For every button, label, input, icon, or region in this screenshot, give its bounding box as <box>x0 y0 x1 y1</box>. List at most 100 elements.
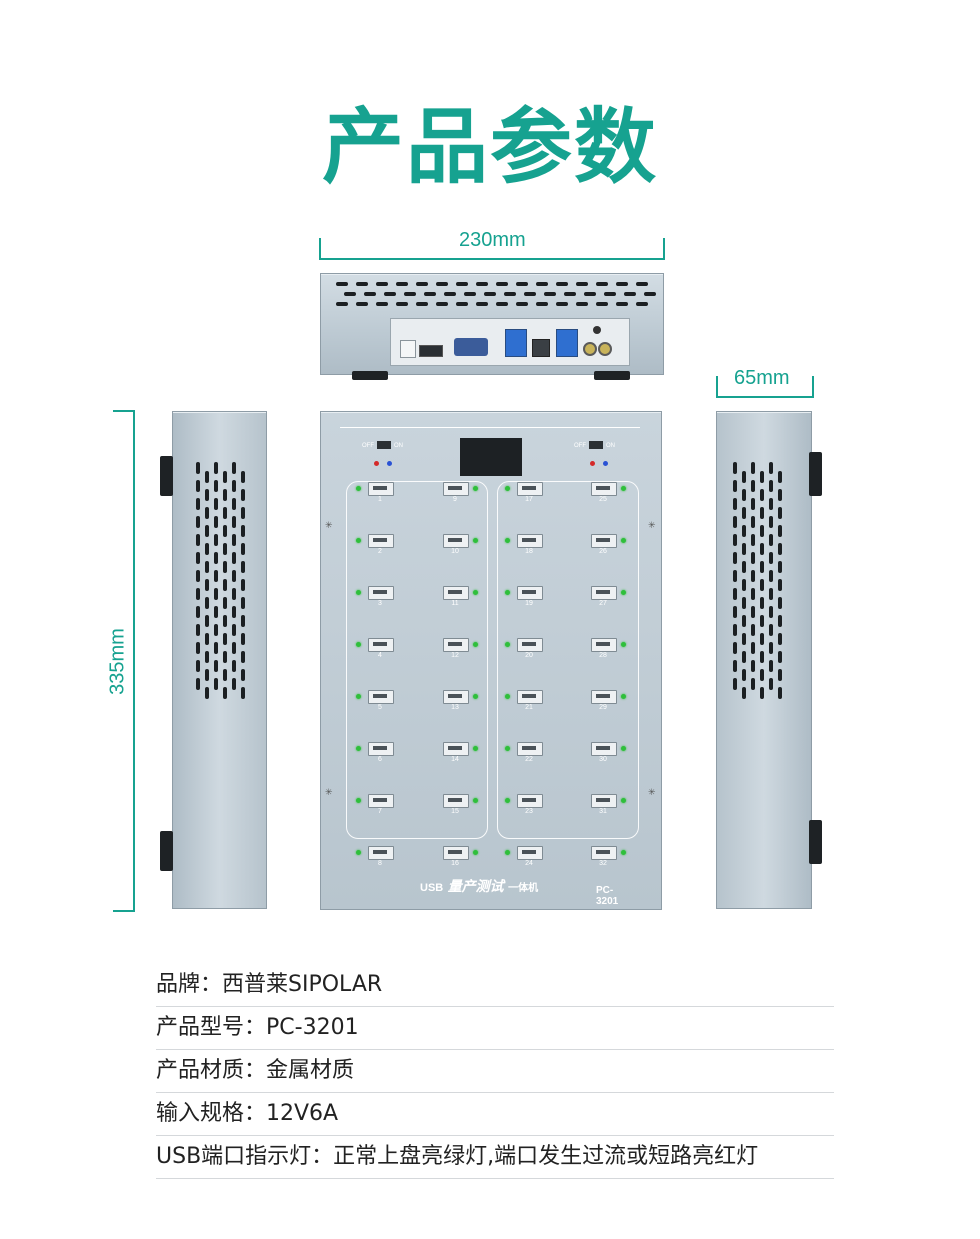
port-led-icon <box>505 642 510 647</box>
vent-slot <box>214 516 218 528</box>
vent-slot <box>778 615 782 627</box>
vent-slot <box>751 552 755 564</box>
vent-slot <box>214 498 218 510</box>
vent-slot <box>769 660 773 672</box>
port-led-icon <box>621 642 626 647</box>
vent-slot <box>504 292 516 296</box>
spec-value: 西普莱SIPOLAR <box>222 972 383 997</box>
vent-slot <box>476 282 488 286</box>
vent-slot <box>760 669 764 681</box>
vent-slot <box>742 525 746 537</box>
length-dimension-line <box>113 410 135 912</box>
vent-slot <box>760 471 764 483</box>
vent-slot <box>444 292 456 296</box>
spec-value: 金属材质 <box>266 1058 355 1083</box>
vent-slot <box>751 606 755 618</box>
vent-slot <box>769 534 773 546</box>
usb-port-number: 10 <box>451 548 459 555</box>
screw-icon: ✳ <box>325 787 333 797</box>
spec-label: 产品材质： <box>156 1058 267 1083</box>
port-led-icon <box>473 642 478 647</box>
vent-slot <box>223 687 227 699</box>
vent-slot <box>232 552 236 564</box>
vent-slot <box>778 651 782 663</box>
vent-slot <box>778 489 782 501</box>
port-led-icon <box>356 746 361 751</box>
vent-slot <box>733 480 737 492</box>
vent-slot <box>456 282 468 286</box>
vent-slot <box>205 669 209 681</box>
switch-off-label: OFF <box>574 443 586 449</box>
usb-port-number: 25 <box>599 496 607 503</box>
blue-led-icon <box>387 461 392 466</box>
usb-port <box>368 638 394 652</box>
vent-slot <box>769 642 773 654</box>
port-led-icon <box>356 486 361 491</box>
red-led-icon <box>374 461 379 466</box>
vent-slot <box>576 302 588 306</box>
spec-row-material: 产品材质：金属材质 <box>156 1050 834 1093</box>
vent-slot <box>241 615 245 627</box>
usb-port-number: 29 <box>599 704 607 711</box>
audio-jack-icon <box>583 342 597 356</box>
vent-slot <box>376 282 388 286</box>
port-led-icon <box>621 538 626 543</box>
vent-slot <box>396 302 408 306</box>
port-led-icon <box>505 486 510 491</box>
vent-slot <box>778 543 782 555</box>
usb-port-number: 1 <box>378 496 382 503</box>
vent-slot <box>760 489 764 501</box>
vent-slot <box>196 534 200 546</box>
vent-slot <box>241 489 245 501</box>
usb-port-number: 20 <box>525 652 533 659</box>
vent-slot <box>196 624 200 636</box>
usb-port <box>591 794 617 808</box>
vent-slot <box>596 282 608 286</box>
vent-slot <box>223 561 227 573</box>
vent-slot <box>636 302 648 306</box>
vent-slot <box>232 660 236 672</box>
usb-port-number: 32 <box>599 860 607 867</box>
usb3-port-icon <box>505 329 527 357</box>
vent-slot <box>196 606 200 618</box>
port-led-icon <box>473 694 478 699</box>
vent-slot <box>751 642 755 654</box>
vent-slot <box>751 588 755 600</box>
vent-slot <box>196 552 200 564</box>
rear-foot <box>594 371 630 380</box>
usb-port <box>443 742 469 756</box>
usb-port <box>368 586 394 600</box>
vent-slot <box>205 687 209 699</box>
vent-slot <box>424 292 436 296</box>
vent-slot <box>205 543 209 555</box>
vent-slot <box>742 489 746 501</box>
vent-slot <box>223 579 227 591</box>
vent-slot <box>205 525 209 537</box>
vent-slot <box>778 561 782 573</box>
usb-port-number: 30 <box>599 756 607 763</box>
vent-slot <box>769 516 773 528</box>
height-dimension-label: 65mm <box>734 367 790 389</box>
vent-slot <box>205 597 209 609</box>
port-led-icon <box>473 746 478 751</box>
port-led-icon <box>505 746 510 751</box>
side-foot <box>160 456 173 496</box>
usb-port-number: 15 <box>451 808 459 815</box>
vent-slot <box>214 570 218 582</box>
port-led-icon <box>356 642 361 647</box>
usb-port-number: 21 <box>525 704 533 711</box>
usb-port <box>443 638 469 652</box>
vent-slot <box>636 282 648 286</box>
vent-slot <box>584 292 596 296</box>
vent-slot <box>751 660 755 672</box>
vent-slot <box>742 543 746 555</box>
usb-port-number: 2 <box>378 548 382 555</box>
vent-slot <box>232 462 236 474</box>
vent-slot <box>733 462 737 474</box>
vent-slot <box>778 597 782 609</box>
vent-slot <box>742 471 746 483</box>
usb-port <box>517 482 543 496</box>
port-led-icon <box>356 798 361 803</box>
vent-slot <box>742 651 746 663</box>
usb-port-number: 26 <box>599 548 607 555</box>
